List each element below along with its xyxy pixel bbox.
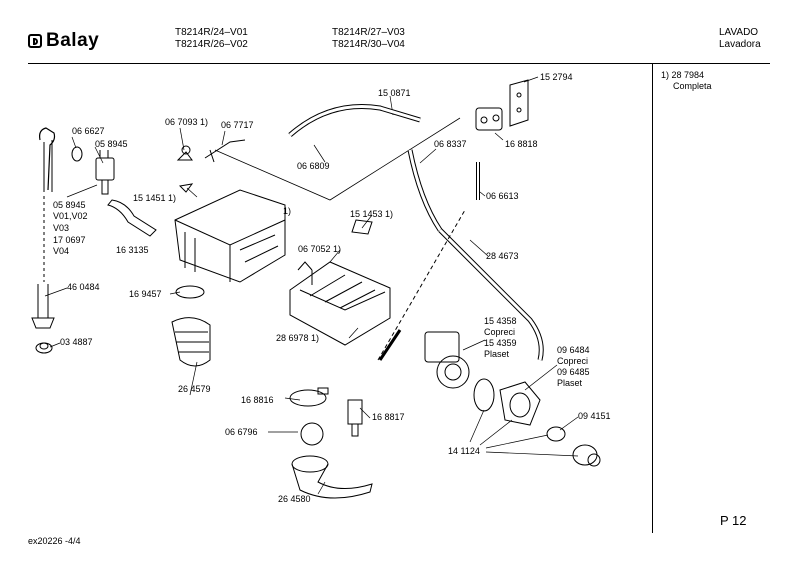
hose-284673 (438, 228, 544, 361)
note-line-1: 1) 28 7984 (661, 70, 705, 80)
drain-hose-264580 (291, 455, 373, 499)
category-label: LAVADO Lavadora (719, 27, 761, 51)
part-label: 16 8817 (372, 412, 405, 422)
part-label: 06 6627 (72, 126, 105, 136)
part-label: 06 7093 1) (165, 117, 209, 127)
variant-label: V03 (53, 223, 70, 233)
part-label: 09 6485 (557, 367, 590, 377)
hose-068337 (407, 149, 443, 232)
part-label: 06 6613 (486, 191, 519, 201)
part-label: 16 9457 (129, 289, 162, 299)
clip-067093 (176, 145, 193, 161)
part-label: 15 1453 1) (350, 209, 394, 219)
part-label: 06 7052 1) (298, 244, 342, 254)
model-code: T8214R/30–V04 (332, 39, 405, 50)
header-rule (28, 63, 770, 64)
upper-hose-150871 (288, 104, 421, 137)
brand-logo: Balay (28, 30, 99, 52)
model-code: T8214R/26–V02 (175, 39, 248, 50)
filter-094151 (572, 444, 601, 467)
part-label: 05 8945 (95, 139, 128, 149)
part-label: 06 8337 (434, 139, 467, 149)
wire-066809 (214, 117, 461, 201)
dispenser-housing (174, 189, 286, 283)
bellows-264579 (171, 317, 211, 367)
model-list-1: T8214R/24–V01 T8214R/26–V02 (175, 27, 248, 51)
maker-label: Copreci (484, 327, 516, 337)
clip-151451 (178, 183, 194, 193)
notes-divider (652, 63, 653, 533)
pump-gasket (473, 378, 495, 412)
maker-label: Plaset (557, 378, 583, 388)
maker-label: Plaset (484, 349, 510, 359)
valve-seal (71, 146, 83, 162)
part-label: 09 4151 (578, 411, 611, 421)
part-label: 28 4673 (486, 251, 519, 261)
pump-body-096484 (499, 381, 541, 426)
category-sub: Lavadora (719, 39, 761, 50)
part-label: 06 7717 (221, 120, 254, 130)
part-label: 09 6484 (557, 345, 590, 355)
part-label: 06 6809 (297, 161, 330, 171)
model-code: T8214R/27–V03 (332, 27, 405, 38)
part-label: 05 8945 (53, 200, 86, 210)
balay-logo-icon (28, 34, 42, 48)
model-code: T8214R/24–V01 (175, 27, 248, 38)
part-label: 26 4580 (278, 494, 311, 504)
part-label: 06 6796 (225, 427, 258, 437)
part-label: 15 4358 (484, 316, 517, 326)
part-label: 14 1124 (448, 446, 480, 456)
category-es: LAVADO (719, 27, 759, 38)
clamp-168816 (289, 387, 329, 407)
sensor-168817 (347, 329, 402, 437)
small-part-151453 (351, 219, 373, 235)
hose-nut (35, 342, 53, 354)
pressure-switch-168818 (475, 107, 503, 131)
filter-seal (546, 426, 566, 442)
drain-pump (424, 331, 470, 389)
inlet-hose (31, 196, 55, 329)
part-label: 15 4359 (484, 338, 517, 348)
part-label: 15 1451 1) (133, 193, 177, 203)
inlet-elbow (39, 127, 56, 192)
part-label: 15 0871 (378, 88, 411, 98)
dispenser-drawer (289, 261, 391, 346)
note-line-2: Completa (673, 81, 712, 91)
inlet-valve (95, 150, 115, 195)
part-label: 03 4887 (60, 337, 93, 347)
bracket-152794 (509, 79, 529, 127)
ball-066796 (300, 422, 324, 446)
variant-label: V04 (53, 246, 70, 256)
dashed-guide (377, 209, 466, 361)
page-number: P 12 (720, 513, 747, 528)
brand-name: Balay (46, 30, 100, 51)
maker-label: Copreci (557, 356, 589, 366)
part-label: 15 2794 (540, 72, 573, 82)
part-label: 28 6978 1) (276, 333, 320, 343)
clamp-169457 (175, 285, 205, 299)
footer-code: ex20226 -4/4 (28, 536, 81, 546)
model-list-2: T8214R/27–V03 T8214R/30–V04 (332, 27, 405, 51)
wire-067717 (204, 139, 246, 163)
part-label: 46 0484 (67, 282, 100, 292)
part-label: 16 8816 (241, 395, 274, 405)
part-label: 26 4579 (178, 384, 211, 394)
short-hose-163135 (107, 199, 157, 237)
part-label: 16 8818 (505, 139, 538, 149)
footnote-mark: 1) (283, 206, 292, 216)
variant-label: V01,V02 (53, 211, 88, 221)
part-label: 17 0697 (53, 235, 86, 245)
part-label: 16 3135 (116, 245, 149, 255)
